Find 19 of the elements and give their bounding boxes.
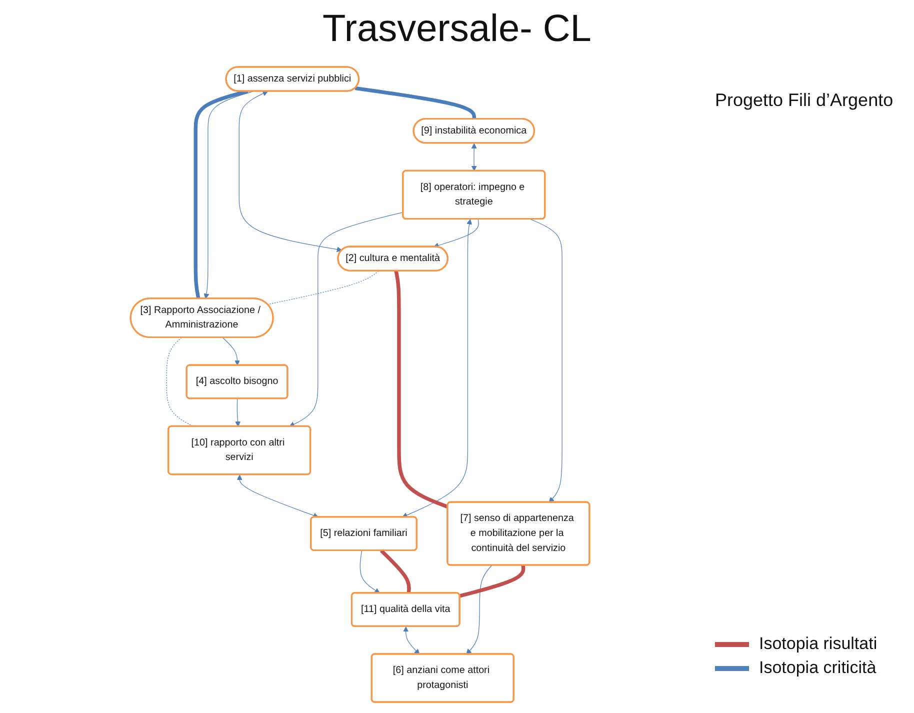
diagram-title: Trasversale- CL (322, 8, 592, 51)
arrow (360, 550, 380, 594)
note-text: Progetto Fili d’Argento (715, 90, 894, 111)
arrow (466, 565, 492, 654)
arrow (530, 218, 562, 503)
connector (394, 270, 448, 509)
arrow (471, 143, 477, 172)
arrow (403, 626, 420, 654)
arrow (402, 219, 472, 518)
legend-text: Isotopia criticità (759, 658, 876, 678)
legend-text: Isotopia risultati (759, 634, 878, 654)
arrow (238, 91, 342, 252)
connector (380, 549, 411, 594)
arrow (236, 474, 319, 518)
arrow (222, 337, 240, 366)
connector (194, 90, 248, 300)
arrow (433, 218, 479, 248)
arrow (235, 398, 240, 427)
arrow (289, 212, 404, 427)
